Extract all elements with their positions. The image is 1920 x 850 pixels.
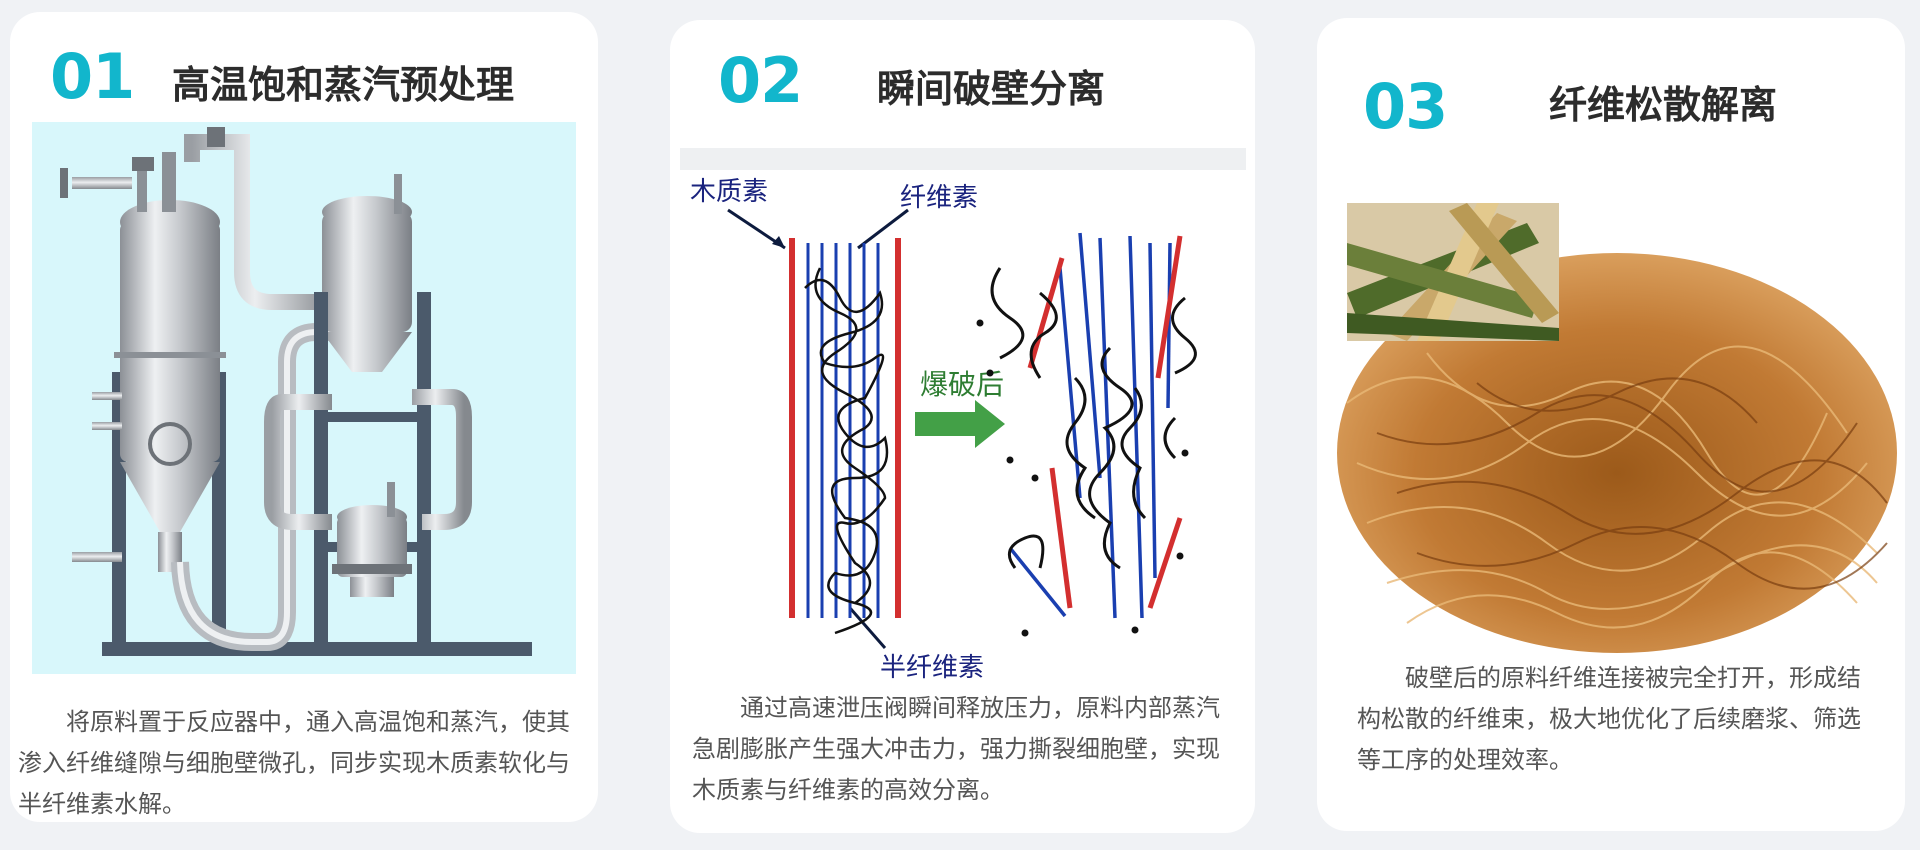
steam-reactor-image [32,122,576,674]
cell-wall-diagram: 木质素 纤维素 半纤维素 爆破后 [680,148,1246,688]
step-number: 02 [718,44,803,117]
loose-fiber-image [1327,203,1897,655]
step-number: 03 [1363,70,1448,143]
step-description: 破壁后的原料纤维连接被完全打开，形成结构松散的纤维束，极大地优化了后续磨浆、筛选… [1357,664,1861,774]
step-title: 瞬间破壁分离 [877,67,1106,111]
step-description: 通过高速泄压阀瞬间释放压力，原料内部蒸汽急剧膨胀产生强大冲击力，强力撕裂细胞壁，… [692,694,1220,804]
step-card-3: 03 纤维松散解离 [1317,18,1905,831]
label-lignin: 木质素 [690,177,768,207]
step-description: 将原料置于反应器中，通入高温饱和蒸汽，使其渗入纤维缝隙与细胞壁微孔，同步实现木质… [18,708,570,818]
step-title: 纤维松散解离 [1549,83,1778,127]
label-hemicellulose: 半纤维素 [880,653,984,683]
step-title: 高温饱和蒸汽预处理 [172,63,515,107]
step-card-2: 02 瞬间破壁分离 木质素 纤维素 半纤维素 爆破后 [670,20,1255,833]
label-cellulose: 纤维素 [900,183,978,213]
step-number: 01 [50,40,135,113]
step-card-1: 01 高温饱和蒸汽预处理 [10,12,598,822]
